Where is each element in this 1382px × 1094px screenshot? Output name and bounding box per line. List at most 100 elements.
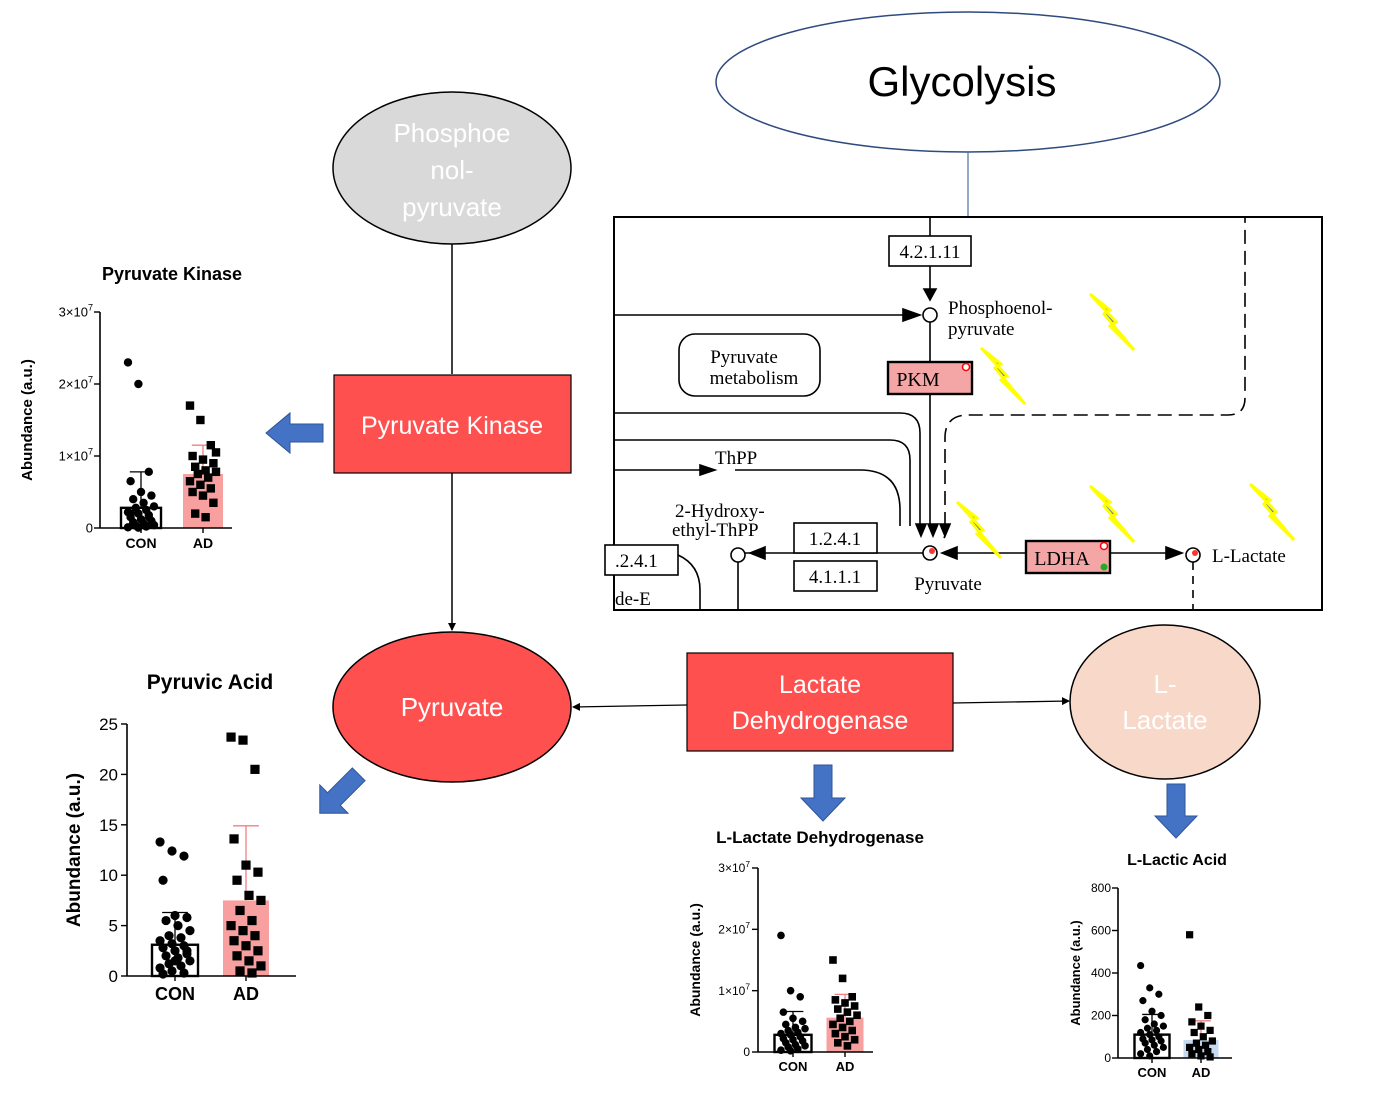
kegg-ldha-box[interactable] [1024,539,1112,575]
pk-chart-arrow-icon [265,411,324,455]
data-point-ad [1192,1039,1201,1047]
data-point-ad [833,1039,842,1047]
data-point-ad [253,946,263,956]
data-point-ad [1188,1050,1196,1058]
data-point-con [134,379,143,389]
x-tick-label: CON [779,1059,808,1074]
data-point-ad [238,735,248,745]
data-point-ad [1186,931,1194,939]
x-tick-label: AD [193,535,213,551]
lightning-bolt-icon [1248,482,1296,542]
data-point-con [1157,1011,1165,1020]
kegg-ec-4-1-1-1: 4.1.1.1 [809,567,861,588]
kegg-ec-4-2-1-11-box[interactable] [888,235,972,267]
y-tick-label: 0 [109,967,118,986]
data-point-ad [1206,1026,1214,1034]
data-point-con [142,522,151,531]
data-point-con [136,487,146,497]
data-point-con [1155,990,1163,998]
data-point-con [149,502,159,511]
kegg-pep-label-2: pyruvate [948,319,1014,340]
kegg-ec-1-2-4-1-box[interactable] [793,522,878,554]
kegg-ec-4-1-1-1-box[interactable] [793,560,878,592]
data-point-con [185,926,195,936]
x-tick-label: CON [125,535,156,551]
data-point-ad [235,905,245,916]
chart-title: L-Lactate Dehydrogenase [716,828,924,847]
data-point-con [786,986,795,995]
data-point-con [1150,1041,1158,1049]
kegg-pyruvate-label: Pyruvate [914,574,982,595]
data-point-ad [1204,1048,1212,1056]
data-point-con [123,358,133,367]
data-point-ad [232,951,242,961]
kegg-pyruvate-metabolism-box[interactable] [678,333,821,397]
data-point-ad [238,926,248,936]
kegg-pkm: PKM [896,369,940,391]
data-point-con [167,966,177,976]
data-point-con [139,498,148,507]
lightning-bolt-icon [1088,484,1136,544]
y-tick-label: 2×107 [718,920,750,936]
data-point-ad [229,936,239,946]
y-tick-label: 0 [1104,1051,1111,1065]
glycolysis-title: Glycolysis [867,58,1056,105]
kegg-pep-compound[interactable] [922,307,938,323]
kegg-map-inset: 4.2.1.11 PKM Pyruvate metabolism Phospho… [604,216,1323,611]
data-point-ad [1195,1045,1203,1054]
data-point-ad [1197,1052,1205,1060]
data-point-ad [1188,1018,1196,1026]
data-point-con [1152,1048,1161,1056]
data-point-ad [253,867,263,877]
data-point-ad [241,860,251,870]
data-point-ad [829,1020,837,1029]
data-point-ad [848,1026,857,1035]
data-point-ad [201,513,210,522]
data-point-con [129,495,138,504]
data-point-con [155,936,165,946]
data-point-ad [235,966,245,976]
y-axis-label: Abundance (a.u.) [64,773,85,927]
kegg-lactate-marker [1192,550,1198,556]
ldh-to-lactate-arrow [952,697,1070,706]
data-point-ad [1197,1022,1205,1030]
data-point-ad [206,441,215,450]
data-point-con [167,939,177,949]
lightning-bolt-icon [979,346,1027,406]
y-axis-label: Abundance (a.u.) [687,903,703,1017]
data-point-con [801,1042,809,1050]
y-tick-label: 3×107 [718,859,750,875]
y-tick-label: 5 [109,917,118,936]
data-point-ad [841,999,849,1007]
data-point-con [182,946,192,956]
x-tick-label: AD [233,984,259,1004]
y-axis-label: Abundance (a.u.) [19,359,36,481]
y-tick-label: 25 [99,715,118,734]
chart-title: Pyruvic Acid [147,671,273,694]
data-point-con [777,1046,785,1054]
kegg-thpp: ThPP [715,448,757,469]
data-point-ad [250,764,260,774]
data-point-ad [848,993,857,1001]
kegg-pkm-box[interactable] [886,360,974,396]
data-point-con [1143,1024,1152,1032]
kegg-pyruvate-marker [929,548,935,554]
kegg-pyruvate-metabolism-1: Pyruvate [710,347,778,368]
data-point-ad [201,466,210,475]
kegg-ec-1-2-4-1-cut-box[interactable] [604,544,679,576]
y-tick-label: 400 [1091,966,1111,980]
kegg-ldha: LDHA [1034,548,1090,570]
x-tick-label: AD [836,1059,855,1074]
y-tick-label: 1×107 [59,447,93,464]
ldh-enzyme-box [686,652,954,752]
kegg-hydroxy-compound[interactable] [730,547,746,563]
y-tick-label: 800 [1091,881,1111,895]
chart-title: Pyruvate Kinase [102,264,242,284]
data-point-con [1150,1020,1158,1028]
data-point-con [158,875,168,885]
